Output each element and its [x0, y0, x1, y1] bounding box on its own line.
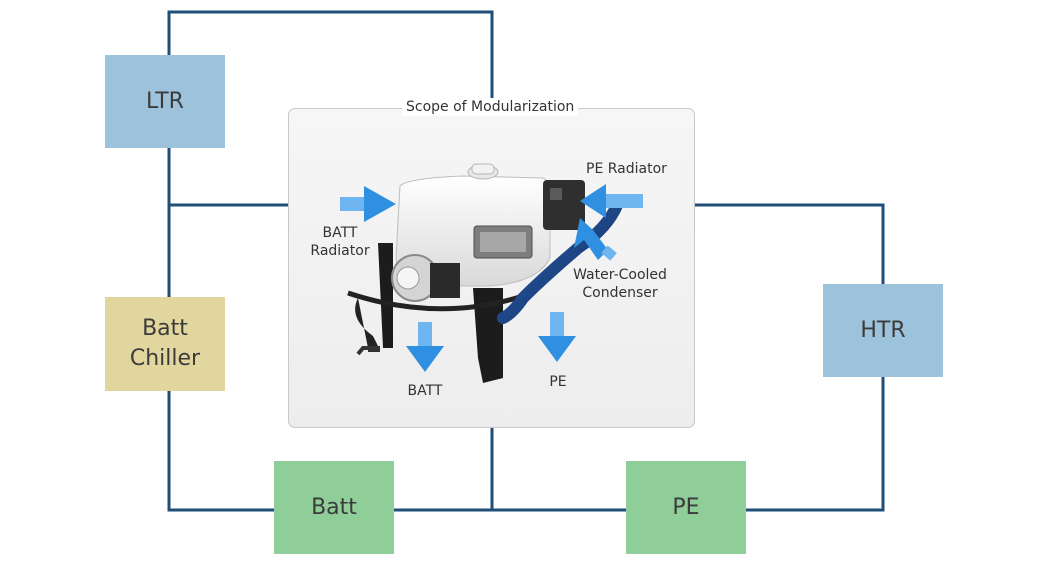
arrow-batt-out [406, 322, 444, 372]
arrow-pe-out [538, 312, 576, 362]
pe-box: PE [626, 461, 746, 554]
ltr-box: LTR [105, 55, 225, 148]
batt-radiator-label: BATT Radiator [310, 225, 370, 259]
batt-chiller-box: Batt Chiller [105, 297, 225, 391]
arrow-condenser-in [574, 218, 617, 261]
pipe-module-to-htr [693, 203, 885, 284]
water-cooled-condenser-label: Water-Cooled Condenser [573, 267, 667, 301]
htr-box: HTR [823, 284, 943, 377]
integrated-thermal-module-illustration [340, 163, 643, 383]
arrow-pe-radiator-in [580, 184, 643, 218]
pe-outlet-label: PE [549, 374, 567, 390]
batt-box: Batt [274, 461, 394, 554]
pe-radiator-label: PE Radiator [586, 161, 667, 177]
pipe-htr-to-pe [746, 377, 885, 512]
pipe-chiller-to-batt [167, 391, 274, 512]
scope-title: Scope of Modularization [402, 98, 579, 116]
pipe-top-loop [167, 10, 494, 108]
batt-outlet-label: BATT [407, 383, 443, 399]
arrow-batt-radiator-in [340, 186, 396, 222]
